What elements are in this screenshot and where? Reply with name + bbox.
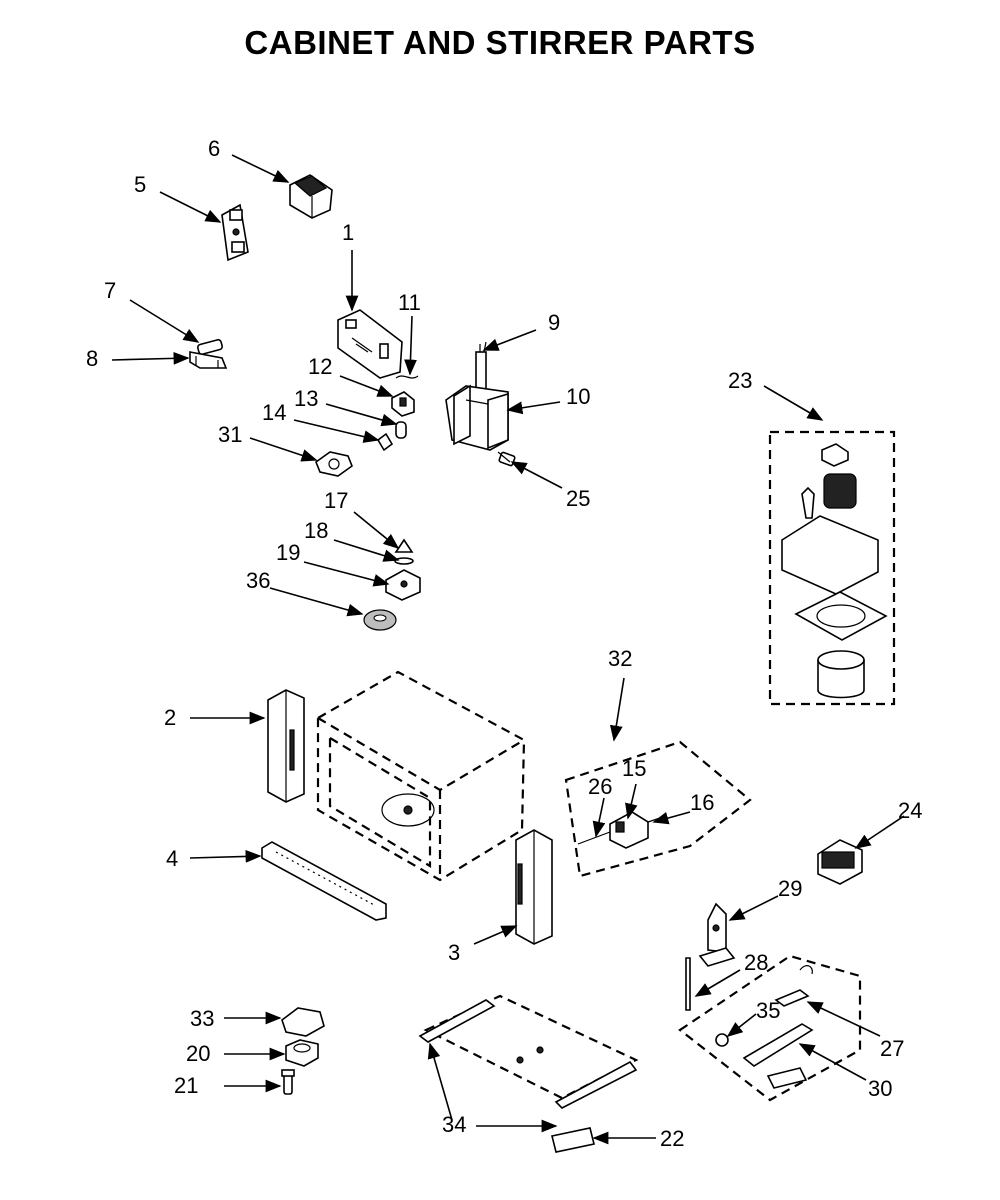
callout-6: 6 — [208, 136, 221, 161]
callout-32: 32 — [608, 646, 633, 671]
callout-24: 24 — [898, 798, 923, 823]
part-32-group-illustration — [564, 740, 752, 878]
callout-2: 2 — [164, 705, 177, 730]
part-27-30-35-group-illustration — [678, 954, 862, 1102]
part-7-illustration — [196, 338, 224, 356]
callout-28: 28 — [744, 950, 769, 975]
callout-27: 27 — [880, 1036, 905, 1061]
part-25-illustration — [497, 451, 516, 467]
part-10-illustration — [445, 384, 509, 451]
callout-17: 17 — [324, 488, 349, 513]
callout-19: 19 — [276, 540, 301, 565]
callout-9: 9 — [548, 310, 561, 335]
callout-33: 33 — [190, 1006, 215, 1031]
callout-23: 23 — [728, 368, 753, 393]
part-22-illustration — [551, 1127, 595, 1153]
callout-25: 25 — [566, 486, 591, 511]
part-23-group-illustration — [768, 430, 896, 706]
part-21-illustration — [281, 1069, 295, 1095]
callout-35: 35 — [756, 998, 781, 1023]
callout-18: 18 — [304, 518, 329, 543]
part-6-illustration — [289, 174, 333, 219]
callout-16: 16 — [690, 790, 715, 815]
part-1-illustration — [337, 309, 403, 379]
callout-8: 8 — [86, 346, 99, 371]
part-5-illustration — [221, 203, 249, 262]
part-11-illustration — [395, 375, 419, 379]
part-36-illustration — [363, 609, 397, 631]
callout-29: 29 — [778, 876, 803, 901]
leader-arrows — [111, 154, 905, 1145]
callout-26: 26 — [588, 774, 613, 799]
part-19-illustration — [385, 569, 421, 601]
callout-21: 21 — [174, 1073, 199, 1098]
callout-22: 22 — [660, 1126, 685, 1151]
part-20-illustration — [285, 1039, 319, 1067]
part-34-illustration — [418, 994, 639, 1109]
part-8-illustration — [189, 351, 228, 369]
callout-13: 13 — [294, 386, 319, 411]
callout-14: 14 — [262, 400, 287, 425]
callout-7: 7 — [104, 278, 117, 303]
part-18-illustration — [394, 557, 414, 565]
callout-34: 34 — [442, 1112, 467, 1137]
part-2-illustration — [267, 689, 305, 803]
part-3-illustration — [515, 829, 553, 945]
callout-30: 30 — [868, 1076, 893, 1101]
part-12-illustration — [391, 391, 415, 417]
part-24-illustration — [817, 839, 863, 885]
callout-4: 4 — [166, 846, 179, 871]
page-title: CABINET AND STIRRER PARTS — [244, 24, 756, 61]
part-29-illustration — [698, 902, 736, 967]
cabinet-illustration — [316, 670, 526, 882]
part-31-illustration — [315, 451, 353, 477]
part-14-illustration — [376, 432, 394, 452]
callout-10: 10 — [566, 384, 591, 409]
callout-36: 36 — [246, 568, 271, 593]
callout-12: 12 — [308, 354, 333, 379]
callout-1: 1 — [342, 220, 355, 245]
part-33-illustration — [281, 1007, 325, 1037]
callout-15: 15 — [622, 756, 647, 781]
callout-5: 5 — [134, 172, 147, 197]
part-13-illustration — [395, 421, 407, 439]
callout-20: 20 — [186, 1041, 211, 1066]
callout-11: 11 — [398, 290, 421, 315]
callout-3: 3 — [448, 940, 461, 965]
part-4-illustration — [261, 841, 387, 921]
callout-31: 31 — [218, 422, 243, 447]
part-28-illustration — [685, 957, 691, 1011]
part-17-illustration — [394, 538, 414, 553]
